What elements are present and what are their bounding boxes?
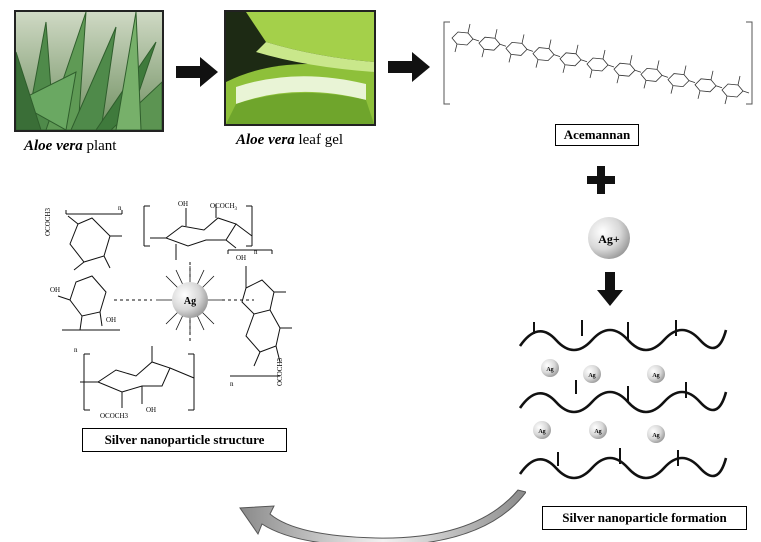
aloe-vera-plant-image — [14, 10, 164, 132]
arrow-gel-to-acemannan — [388, 52, 430, 82]
gel-caption-italic: Aloe vera — [236, 132, 295, 148]
oh-group-1: OH — [50, 286, 60, 294]
repeat-n-4: n — [230, 380, 234, 388]
oh-group-3: OH — [236, 254, 246, 262]
gel-caption-rest: leaf gel — [294, 132, 344, 148]
silver-nanoparticle-label: Ag — [588, 373, 595, 379]
oh-group-4: OH — [146, 406, 156, 414]
repeat-n-1: n — [118, 204, 122, 212]
silver-nanoparticle — [533, 421, 551, 439]
formation-label: Silver nanoparticle formation — [542, 506, 747, 530]
plant-caption-italic: Aloe vera — [24, 138, 83, 154]
polymer-chain-3 — [518, 456, 728, 480]
sugar-ring — [694, 78, 717, 93]
silver-nanoparticle-label: Ag — [546, 367, 553, 373]
sugar-ring — [532, 47, 555, 62]
silver-nanoparticle-label: Ag — [652, 433, 659, 439]
acetyl-group-top: OCOCH3 — [210, 202, 238, 212]
sugar-ring — [586, 57, 609, 72]
sugar-ring — [721, 83, 744, 98]
sugar-ring — [505, 41, 528, 56]
silver-nanoparticle — [589, 421, 607, 439]
sugar-ring — [451, 31, 474, 46]
repeat-n-2: n — [254, 248, 258, 256]
sugar-ring — [478, 36, 501, 51]
acemannan-structure — [443, 21, 753, 105]
silver-nanoparticle — [583, 365, 601, 383]
silver-nanoparticle — [647, 365, 665, 383]
aloe-vera-gel-image — [224, 10, 376, 126]
return-curved-arrow — [239, 489, 526, 542]
acetyl-group-right: OCOCH3 — [276, 357, 284, 386]
silver-nanoparticle-label: Ag — [652, 373, 659, 379]
nanoparticle-structure-diagram: Ag n n n n OH OH OH OH OH OCOCH3 OCOCH3 … — [44, 200, 292, 420]
structure-label: Silver nanoparticle structure — [82, 428, 287, 452]
silver-nanoparticle-label: Ag — [594, 429, 601, 435]
acetyl-top-text: OCOCH — [210, 202, 235, 210]
silver-ion-label: Ag+ — [598, 232, 620, 246]
polymer-chain-1 — [518, 328, 728, 352]
plant-caption-rest: plant — [82, 138, 117, 154]
acemannan-label: Acemannan — [555, 124, 639, 146]
sugar-ring — [640, 67, 663, 82]
arrow-down — [597, 272, 623, 306]
acetyl-group-bottom: OCOCH3 — [100, 412, 129, 420]
silver-nanoparticle — [541, 359, 559, 377]
silver-nanoparticle-label: Ag — [538, 429, 545, 435]
gel-caption: Aloe vera leaf gel — [236, 132, 343, 149]
polymer-chain-2 — [518, 390, 728, 414]
arrow-plant-to-gel — [176, 57, 218, 87]
plant-caption: Aloe vera plant — [24, 138, 116, 155]
sugar-ring — [667, 73, 690, 88]
sugar-ring — [559, 52, 582, 67]
silver-nanoparticle — [647, 425, 665, 443]
oh-group-2: OH — [178, 200, 188, 208]
sugar-ring — [613, 62, 636, 77]
oh-group-5: OH — [106, 316, 116, 324]
acetyl-top-sub: 3 — [235, 207, 238, 212]
plus-icon — [587, 166, 615, 194]
repeat-n-3: n — [74, 346, 78, 354]
structure-center-label: Ag — [184, 296, 196, 307]
acetyl-group-left: OCOCH3 — [44, 207, 52, 236]
silver-ion-sphere: Ag+ — [588, 217, 630, 259]
